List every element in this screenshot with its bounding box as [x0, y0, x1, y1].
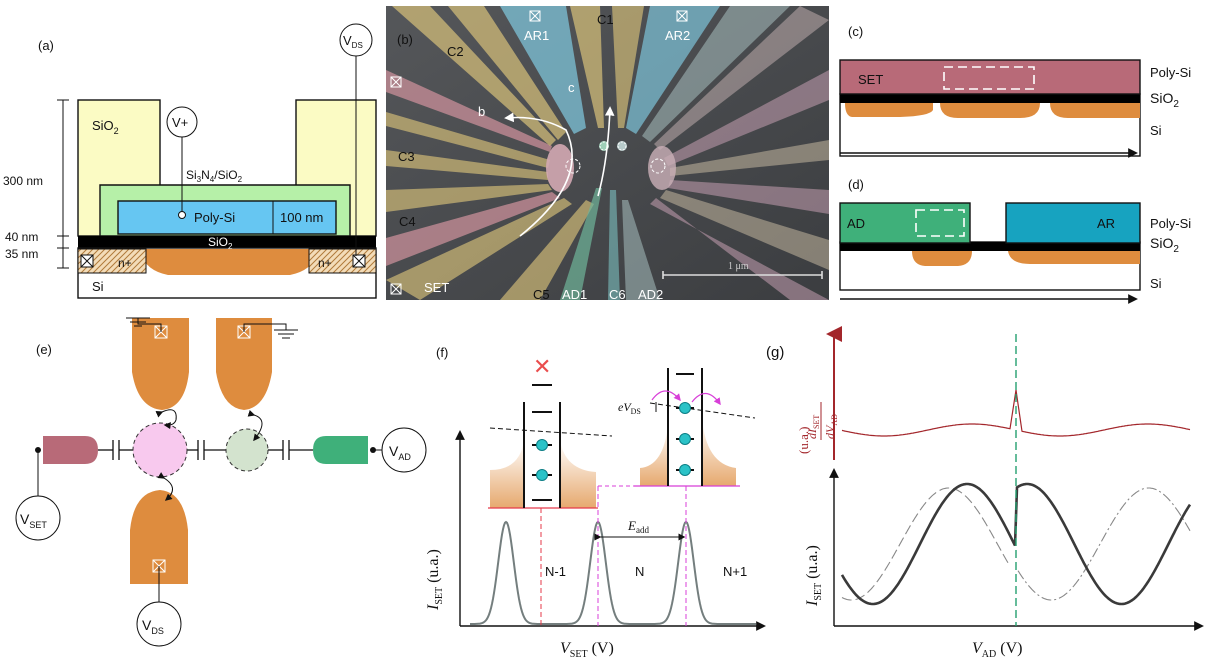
panel-a: (a) 300 nm 40 nm 35 nm Si	[3, 23, 377, 299]
lead-top-left	[132, 318, 189, 410]
gate-fan	[386, 6, 829, 300]
sem-label-c1: C1	[597, 12, 614, 27]
v-set-label: VSET	[20, 511, 47, 530]
v-ds-terminal-e[interactable]	[136, 601, 182, 647]
sem-label-c4: C4	[399, 214, 416, 229]
v-plus-label: V+	[172, 115, 188, 130]
panel-g: (g) (u.a.) dISET dVAD ISET (u.a.) VAD (V…	[766, 326, 1204, 660]
sem-label-ad2: AD2	[638, 287, 663, 302]
set-gate-e	[43, 436, 98, 464]
sem-label-ad1: AD1	[562, 287, 587, 302]
e-vds-label: eVDS	[618, 400, 641, 416]
panel-c-si: Si	[1150, 123, 1162, 138]
sem-label-ar2: AR2	[665, 28, 690, 43]
set-island	[132, 422, 188, 478]
panel-a-label: (a)	[38, 38, 54, 53]
sem-label-c2: C2	[447, 44, 464, 59]
panel-d-ar: AR	[1097, 216, 1115, 231]
g-xlabel: VAD (V)	[972, 640, 1022, 660]
n-plus-right-label: n+	[318, 256, 332, 270]
sem-label-set: SET	[424, 280, 449, 295]
v-set-terminal[interactable]	[15, 495, 61, 541]
sem-label-ar1: AR1	[524, 28, 549, 43]
region-n-plus-1: N+1	[723, 564, 747, 579]
panel-c-poly: Poly-Si	[1150, 65, 1191, 80]
f-xlabel: VSET (V)	[560, 640, 614, 660]
g-top-den: dVAD	[823, 414, 839, 439]
f-ylabel: ISET (u.a.)	[425, 549, 445, 611]
e-add-label: Eadd	[627, 518, 649, 535]
lead-top-right	[216, 318, 272, 410]
panel-d-ad: AD	[847, 216, 865, 231]
g-ylabel: ISET (u.a.)	[804, 545, 824, 607]
scale-bar-label: 1 μm	[728, 261, 749, 272]
panel-b: (b) C1 C2 AR1 AR2 C3 C4 SET C5 AD1 C6 AD…	[386, 6, 829, 302]
ar-gate-d	[1005, 202, 1141, 244]
channel	[140, 249, 318, 275]
v-ad-label: VAD	[389, 443, 411, 462]
panel-c-set: SET	[858, 72, 883, 87]
lead-bottom	[130, 490, 188, 584]
n-plus-left-label: n+	[118, 256, 132, 270]
coulomb-peaks	[470, 520, 756, 625]
panel-c-label: (c)	[848, 24, 863, 39]
set-gate-c	[839, 59, 1141, 95]
dim-100nm: 100 nm	[280, 210, 323, 225]
detector-dot	[225, 428, 269, 472]
g-top-ylabel: (u.a.)	[796, 427, 811, 454]
region-n: N	[635, 564, 644, 579]
poly-si-gate	[117, 200, 337, 235]
panel-c: (c) SET Poly-Si SiO2 Si	[839, 24, 1191, 158]
panel-g-label: (g)	[766, 344, 784, 361]
sio2-mid-label: SiO2	[208, 235, 233, 251]
panel-e-label: (e)	[36, 342, 52, 357]
sio2-top-label: SiO2	[92, 118, 119, 136]
panel-d-poly: Poly-Si	[1150, 216, 1191, 231]
g-top-num: dISET	[805, 415, 821, 439]
panel-f: (f) ✕	[425, 345, 766, 660]
gate-oxide	[78, 236, 376, 248]
v-ds-terminal[interactable]	[339, 23, 373, 57]
sem-label-c3: C3	[398, 149, 415, 164]
reference-curve-dashed	[841, 487, 1011, 601]
sem-arrow-c: c	[568, 80, 575, 95]
v-ds-label-e: VDS	[142, 617, 164, 636]
reference-curve-dashdot	[1017, 487, 1191, 601]
ad-gate-e	[313, 436, 368, 464]
panel-f-label: (f)	[436, 345, 448, 360]
poly-si-label: Poly-Si	[194, 210, 235, 225]
dim-40nm: 40 nm	[5, 230, 38, 244]
panel-c-sio2: SiO2	[1150, 90, 1179, 110]
dim-35nm: 35 nm	[5, 247, 38, 261]
region-n-minus-1: N-1	[545, 564, 566, 579]
v-plus-terminal[interactable]	[166, 106, 198, 138]
sem-label-c5: C5	[533, 287, 550, 302]
blocked-mark: ✕	[533, 354, 551, 379]
panel-e: (e) VSET	[15, 317, 427, 647]
panel-b-label: (b)	[397, 32, 413, 47]
panel-d: (d) AD AR Poly-Si SiO2 Si	[839, 177, 1191, 304]
v-ds-label-a: VDS	[343, 33, 363, 50]
v-ad-terminal[interactable]	[381, 427, 427, 473]
sem-arrow-b: b	[478, 104, 485, 119]
dim-300nm: 300 nm	[3, 174, 43, 188]
si3n4-label: Si3N4/SiO2	[186, 168, 243, 184]
panel-d-sio2: SiO2	[1150, 235, 1179, 255]
panel-d-si: Si	[1150, 276, 1162, 291]
sem-label-c6: C6	[609, 287, 626, 302]
si-label: Si	[92, 279, 104, 294]
panel-d-label: (d)	[848, 177, 864, 192]
